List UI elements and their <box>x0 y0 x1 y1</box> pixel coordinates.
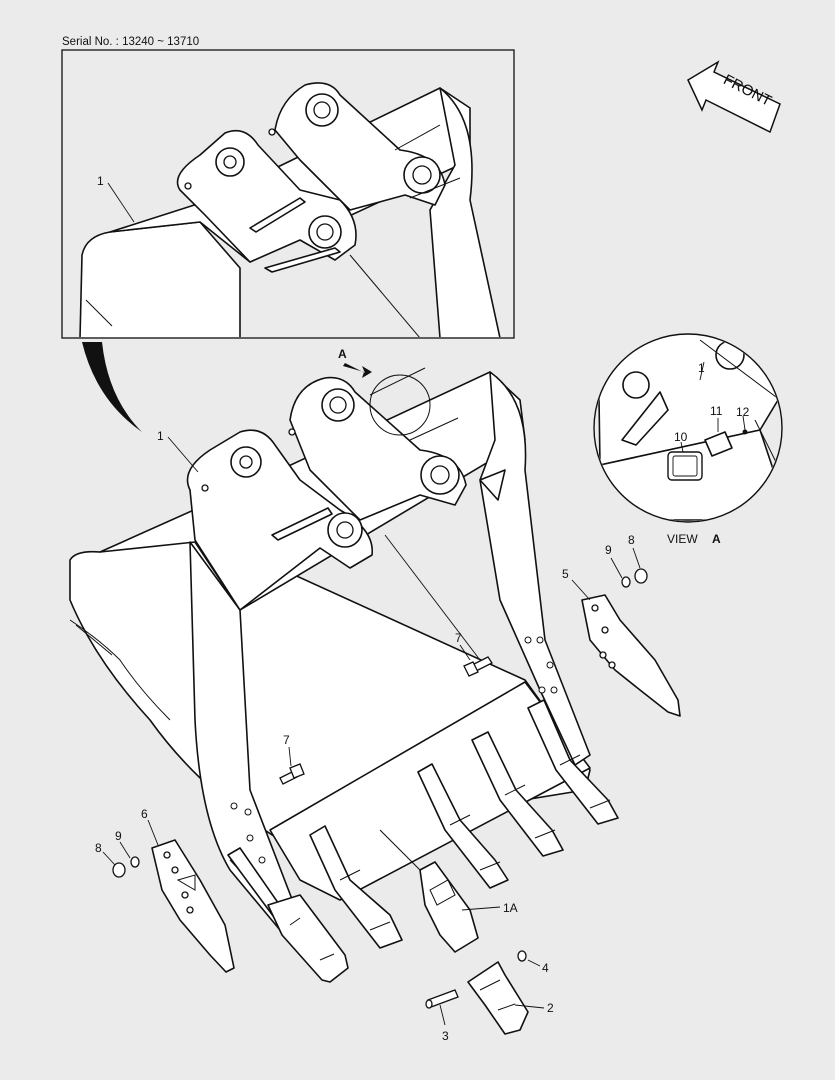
part-11-block <box>704 431 733 457</box>
leader-lines <box>102 436 641 1026</box>
callout-1A: 1A <box>503 901 518 915</box>
washer-9-left <box>130 856 140 868</box>
callout-4: 4 <box>542 961 549 975</box>
front-arrow: FRONT <box>687 60 781 134</box>
view-callout-1: 1 <box>698 361 705 375</box>
callout-6: 6 <box>141 807 148 821</box>
inset-callout-1: 1 <box>97 174 104 188</box>
view-callout-10: 10 <box>674 430 688 444</box>
tooth <box>527 699 619 825</box>
tooth-point-2 <box>467 961 529 1035</box>
tooth <box>309 825 403 949</box>
link-arrow <box>82 342 142 432</box>
callout-8-left: 8 <box>95 841 102 855</box>
view-label: VIEW <box>667 532 698 546</box>
view-a-detail: 1 11 12 10 VIEW A <box>593 333 783 546</box>
tooth <box>417 763 509 889</box>
view-letter: A <box>712 532 721 546</box>
callout-1: 1 <box>157 429 164 443</box>
callout-5: 5 <box>562 567 569 581</box>
side-cutter-left-6 <box>151 839 235 973</box>
view-callout-12: 12 <box>736 405 750 419</box>
tooth <box>267 894 349 983</box>
inset-bucket-top <box>79 82 501 337</box>
nut-8-left <box>112 862 126 878</box>
view-a-arrow <box>343 363 372 378</box>
part-10-plate <box>667 451 703 481</box>
tooth-row <box>267 699 619 983</box>
bucket-assembly <box>69 367 591 931</box>
callout-9-right: 9 <box>605 543 612 557</box>
inset-detail: 1 <box>61 49 515 339</box>
serial-number-label: Serial No. : 13240 ~ 13710 <box>62 36 199 48</box>
tooth <box>471 731 564 857</box>
view-callout-11: 11 <box>710 404 723 418</box>
callout-9-left: 9 <box>115 829 122 843</box>
side-cutter-right-5 <box>581 594 681 717</box>
tooth-adapter-1A <box>419 861 479 953</box>
washer-9-right <box>621 576 631 588</box>
callout-2: 2 <box>547 1001 554 1015</box>
view-arrow-letter: A <box>338 347 347 361</box>
lock-4 <box>517 950 527 962</box>
callout-3: 3 <box>442 1029 449 1043</box>
part-12-dot <box>742 429 748 435</box>
pin-3 <box>425 989 459 1009</box>
bolt-7-left <box>279 763 305 785</box>
nut-8-right <box>634 568 648 584</box>
bolt-7-right <box>463 656 493 677</box>
callout-8-right: 8 <box>628 533 635 547</box>
callout-7-left: 7 <box>283 733 290 747</box>
callout-7-right: 7 <box>455 631 462 645</box>
